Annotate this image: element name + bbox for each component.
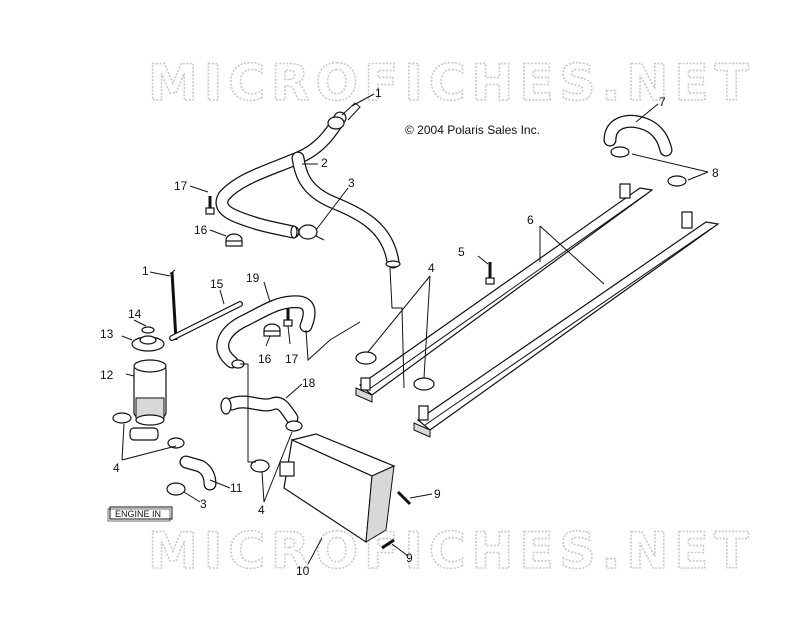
hose-clamp-16-mid xyxy=(263,323,281,337)
coolant-hose-19 xyxy=(216,295,316,369)
callouts: 1 2 3 17 16 4 5 6 7 8 1 15 19 14 13 12 1… xyxy=(100,86,719,578)
leader-lines xyxy=(121,93,709,565)
callout-11: 11 xyxy=(230,481,243,495)
bolt-9-upper xyxy=(396,490,412,506)
heat-exchanger-rail-lower xyxy=(413,211,720,438)
callout-8: 8 xyxy=(712,166,719,180)
watermark-bottom: MICROFICHES.NET xyxy=(148,522,755,580)
callout-4-left: 4 xyxy=(113,461,120,475)
cap-gasket-14 xyxy=(141,326,155,334)
bolt-17-top xyxy=(205,196,215,215)
callout-7: 7 xyxy=(659,95,666,109)
callout-19: 19 xyxy=(246,271,260,285)
bolt-9-lower xyxy=(381,538,395,550)
callout-16-mid: 16 xyxy=(258,352,272,366)
callout-4-bottom: 4 xyxy=(258,503,265,517)
hose-clamp-3-top xyxy=(298,224,325,241)
callout-6: 6 xyxy=(527,213,534,227)
callout-9-lower: 9 xyxy=(406,551,413,565)
callout-16-top: 16 xyxy=(194,223,208,237)
svg-text:ENGINE IN: ENGINE IN xyxy=(115,509,161,519)
dipstick-rod-1 xyxy=(169,269,178,341)
reservoir-fittings xyxy=(112,412,186,496)
hose-clamps-4-center xyxy=(355,351,435,391)
callout-10: 10 xyxy=(296,564,310,578)
callout-2: 2 xyxy=(321,156,328,170)
callout-1-left: 1 xyxy=(142,264,149,278)
watermark-top: MICROFICHES.NET xyxy=(148,54,755,112)
hose-clamp-4-bottom xyxy=(250,459,270,473)
coolant-reservoir-12 xyxy=(133,359,167,426)
elbow-fitting-11 xyxy=(179,455,217,491)
callout-17-top: 17 xyxy=(174,179,188,193)
callout-3-bottom: 3 xyxy=(200,497,207,511)
callout-17-mid: 17 xyxy=(285,352,299,366)
callout-18: 18 xyxy=(302,376,316,390)
hose-clamp-16-top xyxy=(225,233,243,247)
callout-4-center: 4 xyxy=(428,261,435,275)
reservoir-cap-13 xyxy=(131,335,165,352)
hose-clamp-top xyxy=(327,102,361,130)
callout-1-top: 1 xyxy=(375,86,382,100)
tube-15 xyxy=(169,301,243,341)
callout-14: 14 xyxy=(128,307,142,321)
callout-3-top: 3 xyxy=(348,176,355,190)
callout-5: 5 xyxy=(458,245,465,259)
elbow-hose-7 xyxy=(603,114,673,157)
callout-9-upper: 9 xyxy=(434,487,441,501)
bolt-5 xyxy=(485,262,495,285)
coolant-hose-18 xyxy=(220,395,303,432)
callout-12: 12 xyxy=(100,368,114,382)
bolt-17-mid xyxy=(283,308,293,327)
engine-in-label: ENGINE IN xyxy=(107,506,173,522)
upper-coolant-hose xyxy=(215,111,401,269)
callout-13: 13 xyxy=(100,327,114,341)
copyright-text: © 2004 Polaris Sales Inc. xyxy=(405,123,540,137)
callout-15: 15 xyxy=(210,277,224,291)
heat-exchanger-rail-upper xyxy=(355,183,654,403)
hose-clamps-8 xyxy=(610,146,687,187)
radiator-10 xyxy=(279,433,396,544)
